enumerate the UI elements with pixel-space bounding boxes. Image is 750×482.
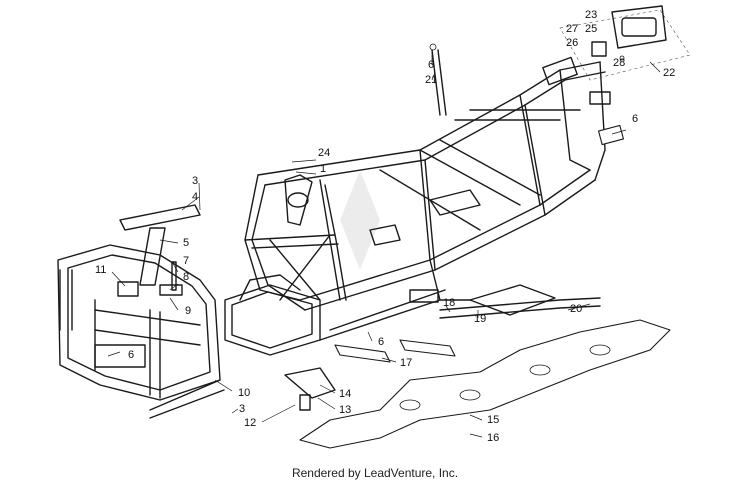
callout-13: 13 (339, 404, 352, 416)
footer-credit: Rendered by LeadVenture, Inc. (291, 466, 459, 480)
callout-25: 26 (566, 37, 579, 49)
callout-23: 23 (585, 9, 598, 21)
callout-9: 9 (185, 305, 192, 317)
callout-20: 20 (570, 303, 583, 315)
decal (598, 124, 624, 146)
front-brackets (119, 204, 201, 296)
callout-7: 7 (183, 255, 190, 267)
watermark (340, 170, 380, 270)
callout-17: 17 (400, 357, 413, 369)
callout-6-mid: 6 (378, 336, 385, 348)
main-frame (224, 56, 611, 356)
callout-15: 15 (487, 414, 500, 426)
callout-28: 6 (632, 113, 639, 125)
callout-22: 22 (663, 67, 676, 79)
callout-3-top: 3 (192, 175, 199, 187)
callout-4: 4 (192, 191, 199, 203)
skid-plates (299, 319, 671, 449)
callout-14: 14 (339, 388, 352, 400)
rear-rail (439, 284, 601, 319)
leader-lines (107, 52, 661, 438)
callout-3-bottom: 3 (239, 403, 246, 415)
callout-1: 1 (320, 163, 327, 175)
callout-11: 11 (95, 264, 107, 276)
callout-16: 16 (487, 432, 500, 444)
callout-5: 5 (183, 237, 190, 249)
mid-bracket (284, 367, 336, 411)
callout-18: 18 (443, 297, 456, 309)
callout-10: 10 (238, 387, 251, 399)
callout-21: 21 (425, 74, 438, 86)
callout-19: 19 (474, 313, 487, 325)
callout-2: 24 (318, 147, 331, 159)
callout-8: 8 (183, 271, 190, 283)
tail-light-assembly (559, 5, 691, 81)
callout-6-bumper: 6 (128, 349, 135, 361)
callout-27: 28 (613, 57, 626, 69)
callout-26: 27 (566, 23, 579, 35)
support-rod (429, 43, 447, 116)
callout-12: 12 (244, 417, 257, 429)
callout-24: 25 (585, 23, 598, 35)
callout-6-top: 6 (428, 59, 435, 71)
front-bumper (57, 244, 225, 419)
